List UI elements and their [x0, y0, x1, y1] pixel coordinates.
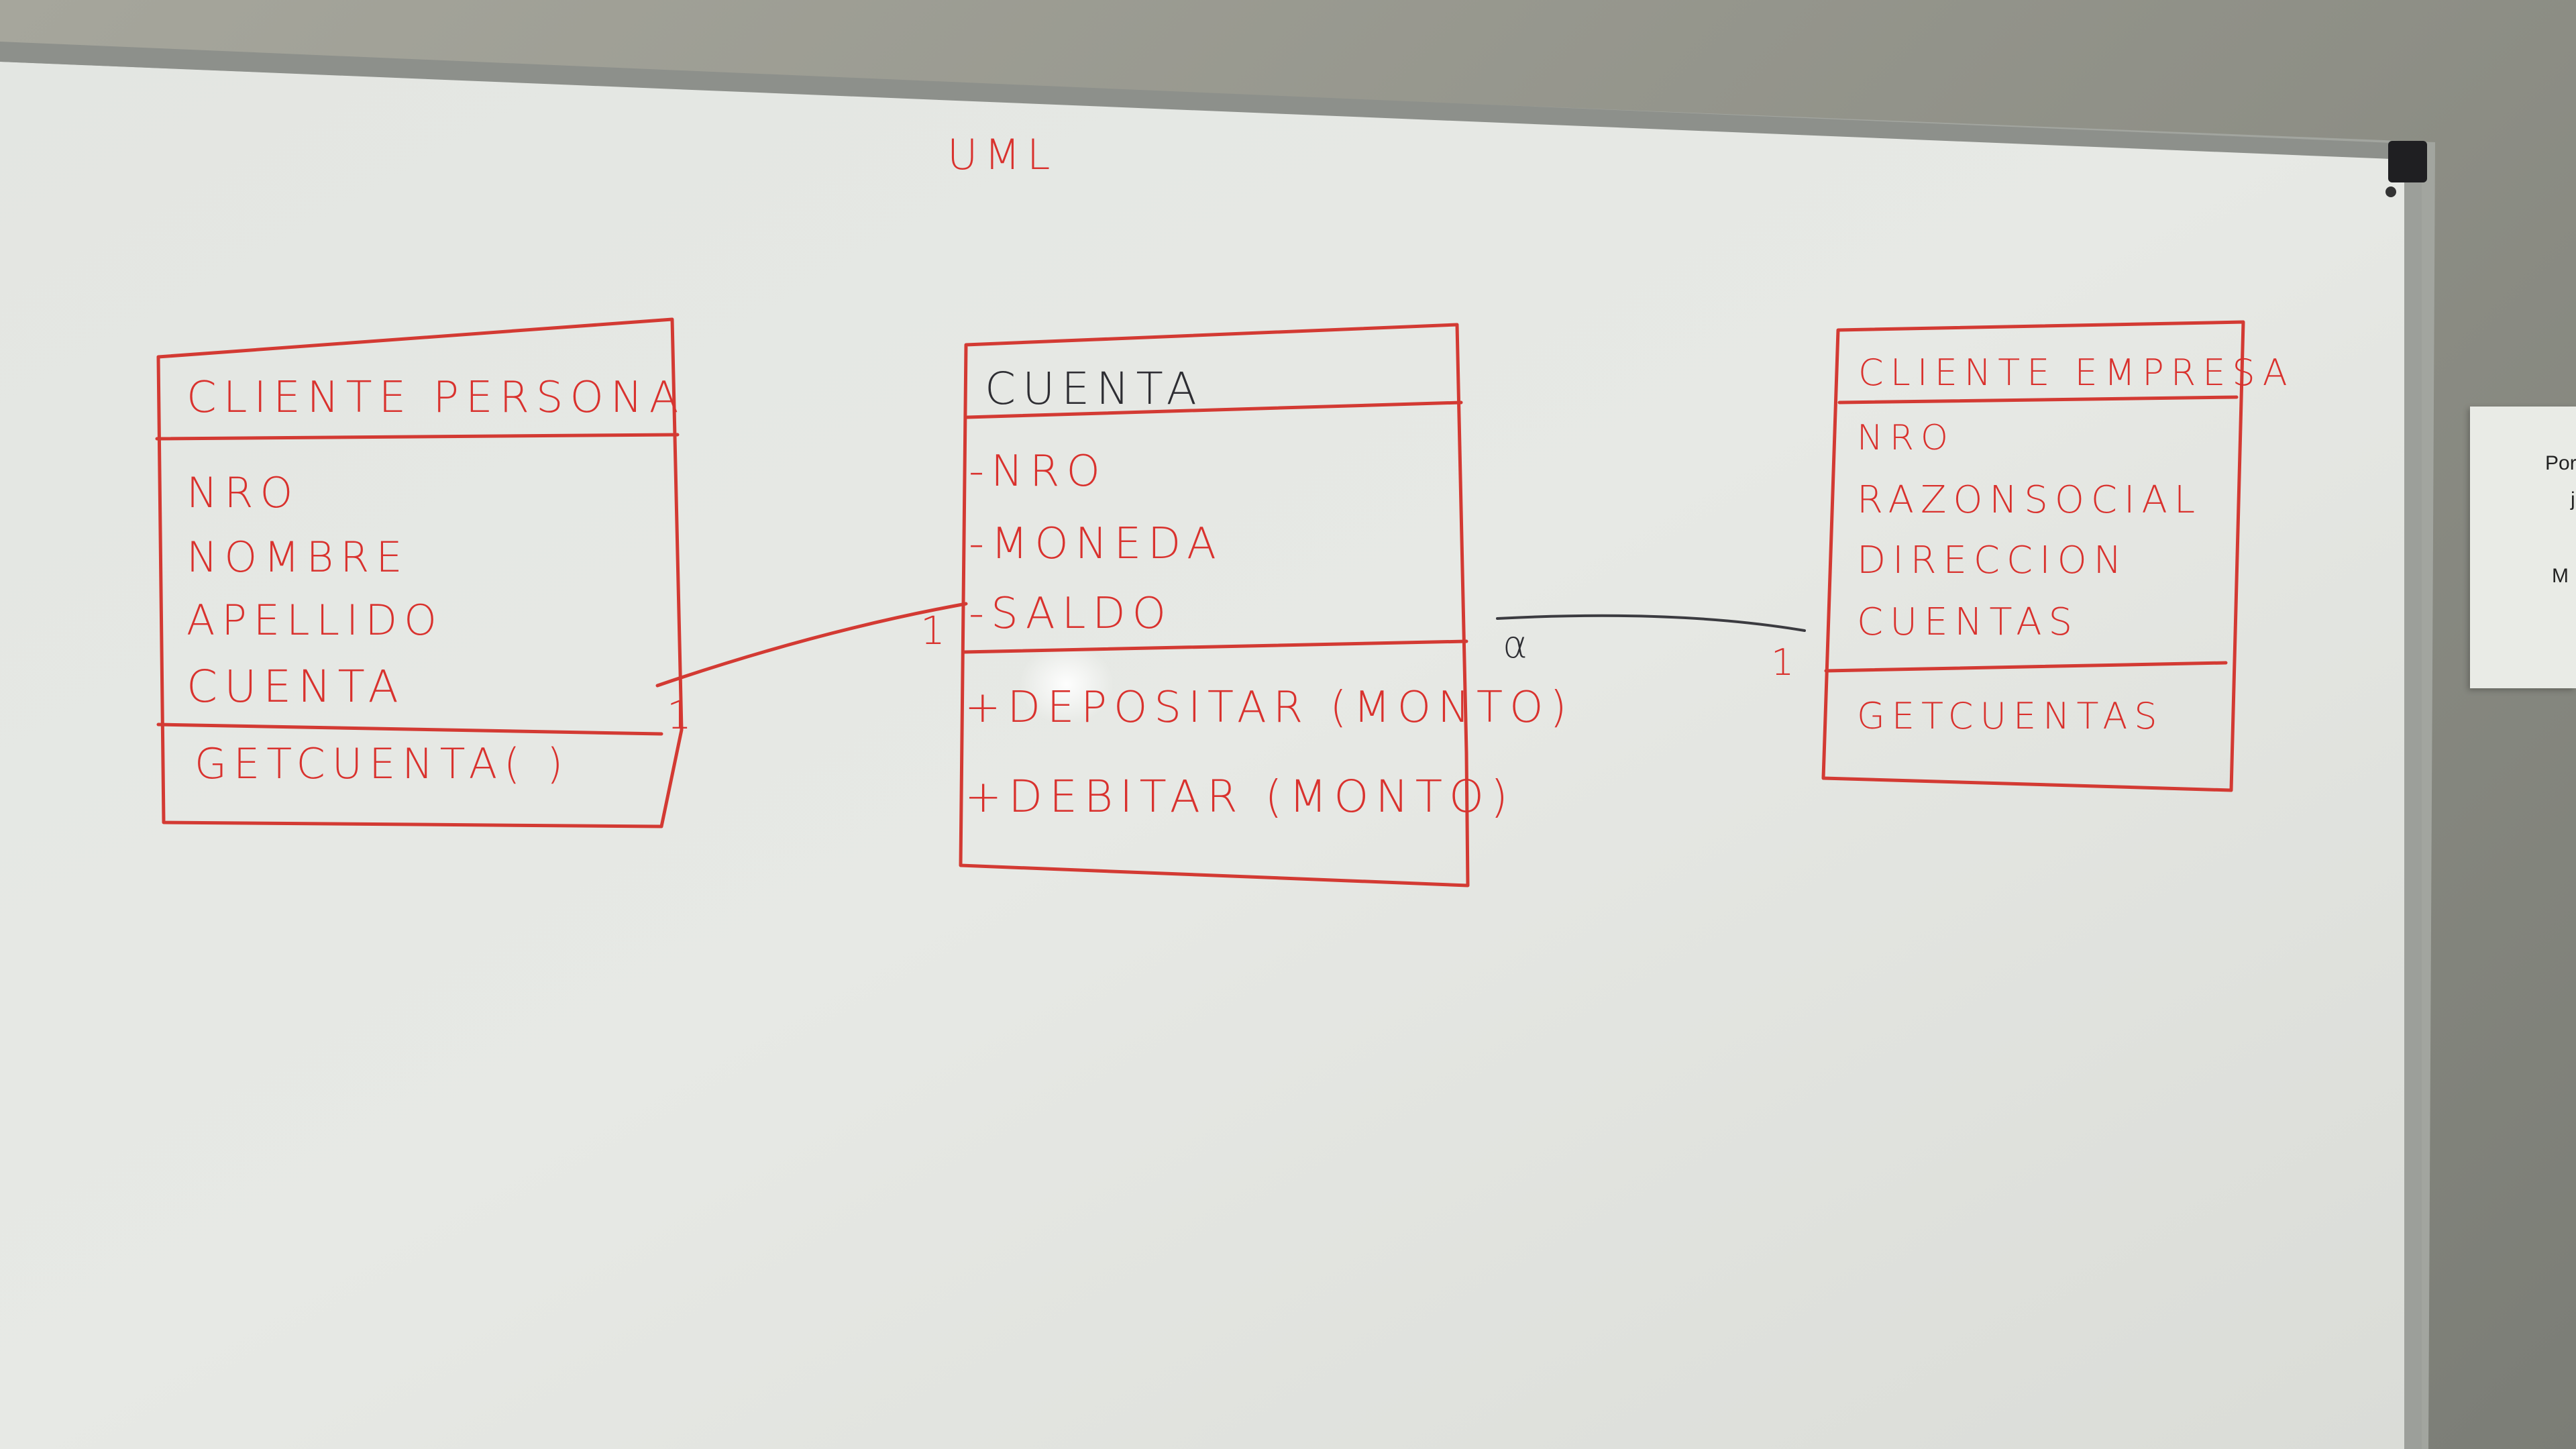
class-attribute: NRO: [186, 468, 299, 517]
class-box-outline: [959, 323, 1470, 888]
diagram-title: UML: [947, 130, 1057, 179]
class-method: +DEBITAR (MONTO): [965, 771, 1515, 822]
class-box-outline: [1821, 320, 2245, 792]
association-persona-cuenta: [655, 602, 968, 688]
class-box-outline: [156, 317, 684, 828]
light-glare: [1020, 644, 1114, 724]
class-name: CLIENTE EMPRESA: [1858, 352, 2294, 394]
class-method: GETCUENTA( ): [195, 739, 570, 788]
class-attribute: -MONEDA: [969, 519, 1223, 569]
note-line: j: [2571, 488, 2575, 511]
class-name-divider: [155, 433, 680, 441]
class-attribute: RAZONSOCIAL: [1857, 478, 2202, 522]
board-top-rail: [0, 42, 2408, 160]
class-attribute: NRO: [1857, 418, 1955, 458]
class-method: GETCUENTAS: [1857, 695, 2164, 737]
class-box-cliente-empresa: CLIENTE EMPRESA NRO RAZONSOCIAL DIRECCIO…: [1821, 320, 2294, 792]
class-name: CLIENTE PERSONA: [186, 373, 686, 423]
class-methods-divider: [1824, 661, 2228, 673]
class-attribute: CUENTA: [186, 661, 405, 712]
class-name-divider: [965, 400, 1463, 419]
corner-clip: [2388, 141, 2427, 182]
paper-note: Por j M: [2470, 407, 2576, 688]
multiplicity-label: 1: [1771, 641, 1801, 684]
class-attribute: -NRO: [969, 447, 1107, 496]
multiplicity-label: 1: [667, 692, 698, 738]
class-attribute: DIRECCION: [1857, 539, 2129, 582]
class-attribute: CUENTAS: [1857, 600, 2079, 644]
class-box-cliente-persona: CLIENTE PERSONA NRO NOMBRE APELLIDO CUEN…: [155, 317, 686, 828]
note-line: M: [2552, 565, 2569, 587]
board-right-rail: [2404, 152, 2422, 1449]
class-methods-divider: [961, 639, 1468, 654]
note-line: Por: [2545, 452, 2576, 474]
class-methods-divider: [156, 722, 663, 736]
class-attribute: -SALDO: [969, 589, 1173, 639]
association-cuenta-empresa: [1496, 614, 1806, 632]
class-method: +DEPOSITAR (MONTO): [965, 683, 1573, 733]
multiplicity-label: α: [1503, 623, 1534, 667]
corner-screw: [2385, 186, 2396, 197]
class-box-cuenta: CUENTA -NRO -MONEDA -SALDO +DEPOSITAR (M…: [959, 323, 1573, 888]
multiplicity-label: 1: [920, 608, 952, 653]
class-name: CUENTA: [985, 363, 1203, 415]
class-name-divider: [1837, 395, 2239, 405]
whiteboard-surface: [0, 62, 2410, 1449]
class-attribute: NOMBRE: [186, 533, 409, 582]
class-attribute: APELLIDO: [186, 596, 443, 645]
